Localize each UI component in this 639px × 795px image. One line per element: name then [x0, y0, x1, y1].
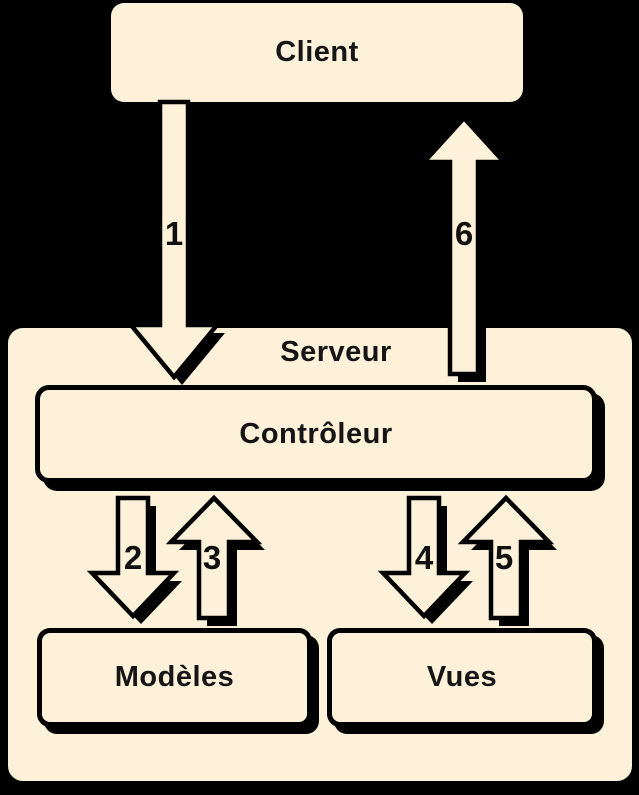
node-vues-label: Vues [426, 661, 498, 693]
node-client: Client [111, 3, 523, 102]
node-modeles: Modèles [37, 628, 312, 727]
node-modeles-label: Modèles [114, 661, 235, 693]
arrow-label-6: 6 [455, 215, 473, 252]
node-controleur-label: Contrôleur [239, 417, 393, 450]
node-vues: Vues [327, 628, 597, 727]
node-controleur: Contrôleur [35, 385, 597, 483]
arrow-label-1: 1 [165, 215, 183, 252]
node-serveur-label: Serveur [280, 335, 392, 368]
node-client-label: Client [275, 36, 359, 68]
